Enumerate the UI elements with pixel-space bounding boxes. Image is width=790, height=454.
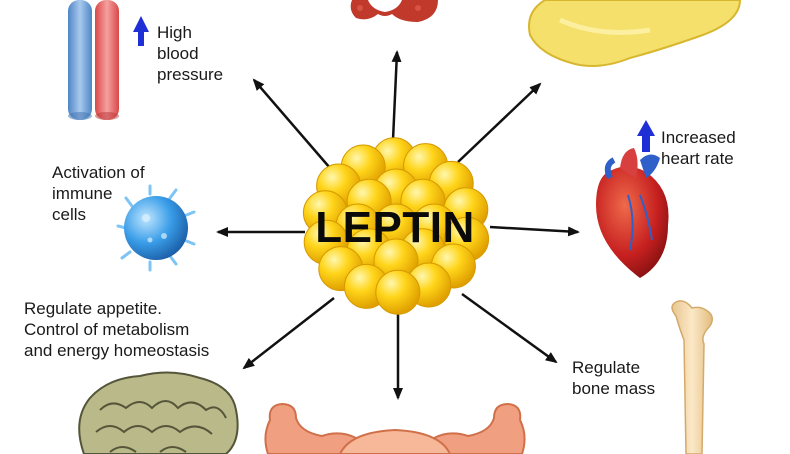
label-line: cells <box>52 205 87 224</box>
blood-vessels-icon <box>68 0 119 120</box>
label-line: bone mass <box>572 379 656 398</box>
immune-cell-icon <box>116 184 196 272</box>
label-line: Regulate appetite. <box>24 299 162 318</box>
up-arrow-icon <box>637 120 655 152</box>
label-line: Regulate <box>572 358 641 377</box>
label-line: High <box>157 23 192 42</box>
label-line: Activation of <box>52 163 145 182</box>
arrows <box>216 50 580 400</box>
label-line: Control of metabolism <box>24 320 190 339</box>
label-line: blood <box>157 44 199 63</box>
brain-icon <box>78 371 239 454</box>
fat-cell-cluster-icon <box>302 137 490 315</box>
thyroid-icon <box>350 0 438 22</box>
label-bone-mass: Regulate bone mass <box>572 357 655 399</box>
label-line: heart rate <box>661 149 734 168</box>
label-line: pressure <box>157 65 224 84</box>
bone-icon <box>671 300 713 454</box>
up-arrow-icon <box>133 16 149 46</box>
label-line: Increased <box>661 128 736 147</box>
uterus-icon <box>264 402 526 454</box>
arrow-to-thyroid <box>391 50 402 141</box>
leptin-title: LEPTIN <box>315 203 475 252</box>
arrow-to-appetite <box>242 297 335 370</box>
label-blood-pressure: High blood pressure <box>157 22 223 85</box>
pancreas-icon <box>528 0 742 67</box>
arrow-to-heart <box>489 225 580 237</box>
label-immune-cells: Activation of immune cells <box>52 162 145 225</box>
fat-cell <box>375 269 421 315</box>
label-line: and energy homeostasis <box>24 341 210 360</box>
label-line: immune <box>52 184 113 203</box>
heart-icon <box>596 148 669 278</box>
arrow-to-blood-pressure <box>252 78 331 169</box>
label-heart-rate: Increased heart rate <box>661 127 736 169</box>
arrow-to-bone <box>461 292 558 364</box>
arrow-to-pancreas <box>457 82 542 163</box>
label-appetite: Regulate appetite. Control of metabolism… <box>24 298 209 361</box>
